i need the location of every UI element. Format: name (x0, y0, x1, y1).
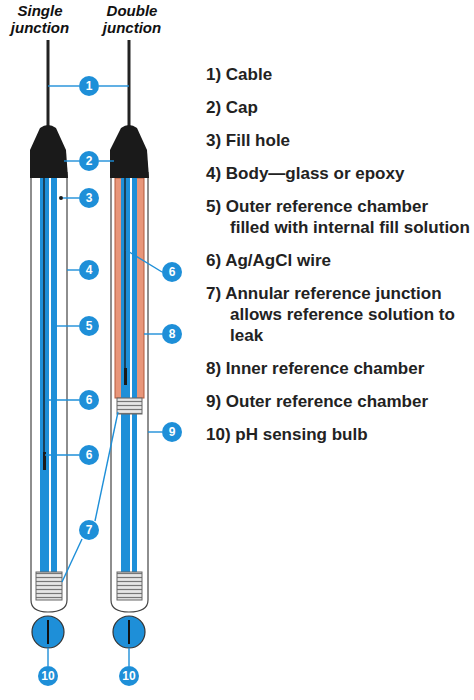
callout-number: 6 (79, 445, 99, 465)
part-key-entry: 1) Cable (206, 64, 470, 85)
part-key-entry: 7) Annular reference junction allows ref… (206, 283, 470, 346)
callout-number: 8 (162, 324, 182, 344)
callout-number: 3 (79, 188, 99, 208)
callout-number: 5 (79, 316, 99, 336)
callout-number: 6 (162, 262, 182, 282)
electrode-heading: Single junction (4, 2, 76, 36)
parts-key: 1) Cable 2) Cap 3) Fill hole 4) Body—glass … (206, 64, 470, 445)
callout-number: 2 (79, 151, 99, 171)
callout-number: 7 (79, 520, 99, 540)
part-key-entry: 5) Outer reference chamber filled with i… (206, 196, 470, 238)
single-junction-electrode (30, 40, 68, 648)
callout-number: 1 (79, 76, 99, 96)
callout-number: 6 (79, 390, 99, 410)
part-key-entry: 2) Cap (206, 97, 470, 118)
part-key-entry: 9) Outer reference chamber (206, 391, 470, 412)
callout-number: 10 (119, 666, 139, 686)
callout-number: 9 (162, 422, 182, 442)
callout-number: 10 (38, 666, 58, 686)
double-junction-electrode (110, 40, 149, 648)
part-key-entry: 3) Fill hole (206, 130, 470, 151)
part-key-entry: 6) Ag/AgCl wire (206, 250, 470, 271)
leader-lines (45, 86, 162, 666)
part-key-entry: 4) Body—glass or epoxy (206, 163, 470, 184)
callout-number: 4 (79, 260, 99, 280)
part-key-entry: 8) Inner reference chamber (206, 358, 470, 379)
electrode-heading: Double junction (96, 2, 168, 36)
part-key-entry: 10) pH sensing bulb (206, 424, 470, 445)
